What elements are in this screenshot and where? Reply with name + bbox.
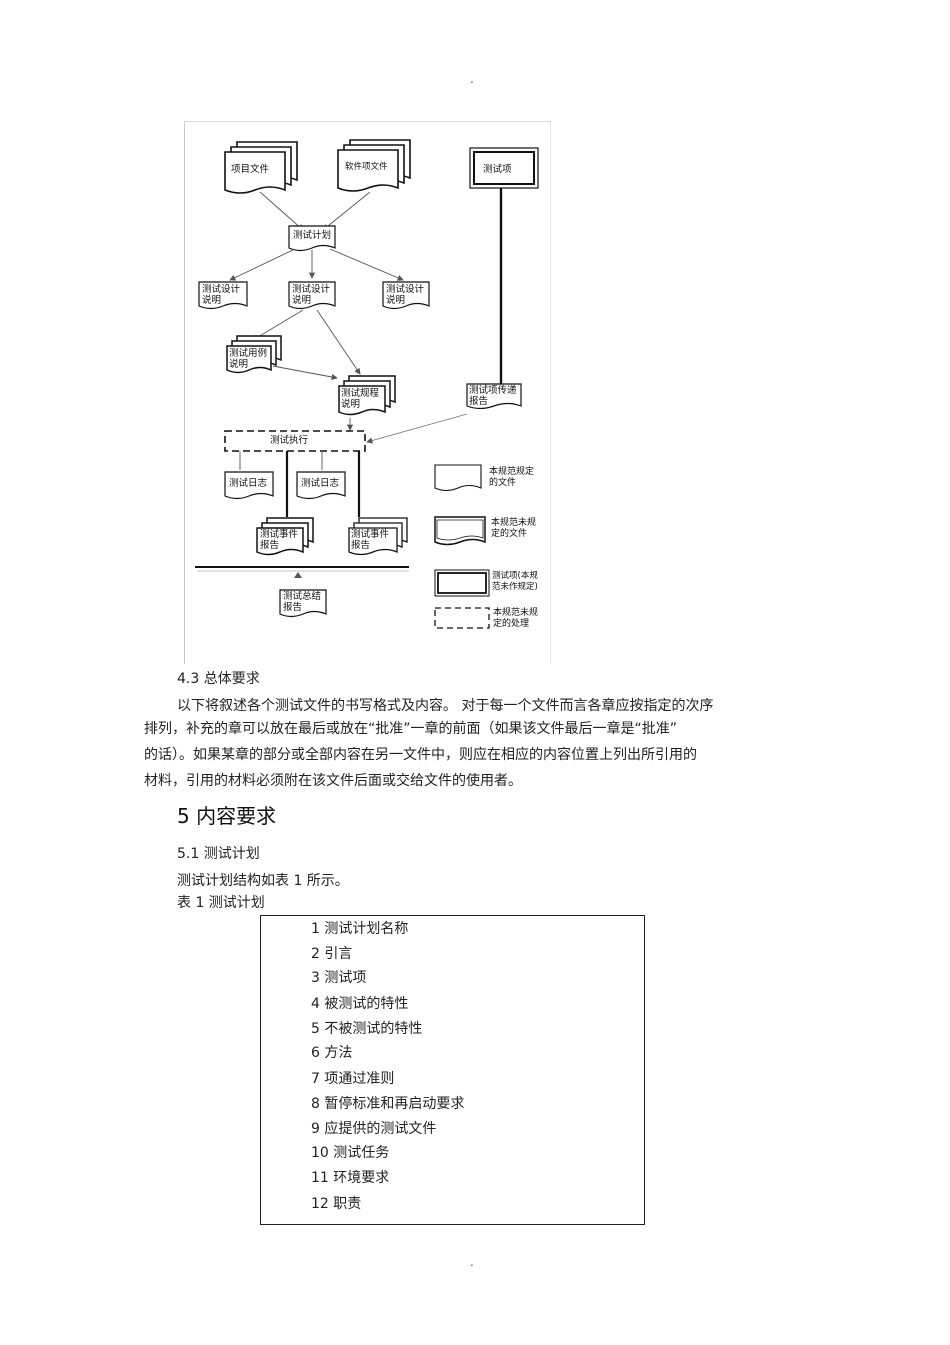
legend-test-item	[434, 569, 490, 597]
test-item-box	[469, 147, 539, 189]
section-4-3-heading: 4.3 总体要求	[177, 671, 260, 687]
legend-unspecified-doc	[434, 516, 486, 546]
page-dot-bottom: .	[470, 1255, 474, 1269]
section-5-1-heading: 5.1 测试计划	[177, 846, 260, 862]
arrow-plan-to-design-3	[329, 248, 404, 281]
software-doc-stack	[337, 139, 411, 192]
incident-report-stack-1	[256, 517, 314, 556]
design-spec-doc-2	[288, 281, 336, 310]
table-row: 11 环境要求	[311, 1170, 390, 1186]
arrow-design-to-case	[252, 309, 304, 341]
table-row: 6 方法	[311, 1045, 353, 1061]
table-row: 8 暂停标准和再启动要求	[311, 1096, 465, 1112]
table-row: 7 项通过准则	[311, 1071, 395, 1087]
diagram-canvas	[195, 139, 539, 629]
arrow-transmittal-to-execution	[366, 413, 468, 444]
design-spec-doc-3	[382, 281, 430, 310]
label-test-execution: 测试执行	[270, 435, 309, 446]
transmittal-report-doc	[466, 383, 522, 410]
label-incident-report-1: 测试事件 报告	[260, 529, 299, 551]
chapter-5-heading: 5 内容要求	[177, 804, 277, 828]
label-test-procedure: 测试规程 说明	[341, 388, 380, 410]
table-row: 3 测试项	[311, 970, 367, 986]
test-log-doc-1	[224, 471, 274, 500]
test-execution-process	[224, 430, 366, 452]
arrow-plan-to-design-1	[229, 248, 296, 281]
label-design-spec-3: 测试设计 说明	[386, 284, 425, 306]
test-procedure-doc-stack	[338, 375, 396, 416]
table-row: 1 测试计划名称	[311, 921, 409, 937]
table-1-caption: 表 1 测试计划	[177, 895, 265, 911]
incident-report-stack-2	[348, 517, 408, 556]
legend-label-test-item: 测试项(本规 范未作规定)	[492, 571, 538, 592]
label-incident-report-2: 测试事件 报告	[351, 529, 390, 551]
test-document-flow-diagram: 项目文件 软件项文件 测试项 测试计划 测试设计 说明 测试设计 说明 测试设计…	[184, 121, 551, 664]
project-doc-stack	[224, 141, 298, 194]
paragraph-line: 排列，补充的章可以放在最后或放在“批准”一章的前面（如果该文件最后一章是“批准”	[144, 721, 678, 737]
section-5-1-intro: 测试计划结构如表 1 所示。	[177, 873, 349, 889]
table-row: 12 职责	[311, 1196, 362, 1212]
label-software-doc: 软件项文件	[345, 162, 388, 172]
table-row: 10 测试任务	[311, 1145, 390, 1161]
label-test-log-2: 测试日志	[301, 478, 340, 489]
test-summary-doc	[279, 589, 327, 618]
test-case-doc-stack	[226, 335, 282, 374]
table-row: 2 引言	[311, 946, 353, 962]
paragraph-line: 材料，引用的材料必须附在该文件后面或交给文件的使用者。	[144, 773, 522, 789]
legend-specified-doc	[434, 464, 482, 492]
label-design-spec-2: 测试设计 说明	[292, 284, 331, 306]
paragraph-line: 的话）。如果某章的部分或全部内容在另一文件中，则应在相应的内容位置上列出所引用的	[144, 747, 697, 763]
label-project-doc: 项目文件	[231, 164, 270, 175]
arrow-case-to-procedure	[272, 365, 338, 381]
table-row: 9 应提供的测试文件	[311, 1121, 437, 1137]
test-log-doc-2	[296, 471, 346, 500]
page-dot-top: .	[470, 72, 474, 86]
label-design-spec-1: 测试设计 说明	[202, 284, 241, 306]
design-spec-doc-1	[198, 281, 248, 310]
legend-label-process: 本规范未规 定的处理	[493, 608, 539, 629]
collect-pointer	[294, 572, 302, 578]
legend-label-specified: 本规范规定 的文件	[489, 467, 535, 488]
label-transmittal-report: 测试项传递 报告	[469, 385, 517, 407]
legend-process	[434, 607, 490, 629]
label-test-item: 测试项	[483, 164, 512, 175]
label-test-case: 测试用例 说明	[229, 348, 268, 370]
arrow-software-to-plan	[322, 191, 371, 231]
legend-label-unspecified: 本规范未规 定的文件	[491, 518, 537, 539]
arrow-project-to-plan	[259, 191, 304, 231]
label-test-plan: 测试计划	[293, 230, 332, 241]
table-row: 4 被测试的特性	[311, 996, 409, 1012]
label-test-summary: 测试总结 报告	[283, 591, 322, 613]
table-row: 5 不被测试的特性	[311, 1021, 423, 1037]
arrow-design-to-procedure	[316, 309, 361, 375]
test-plan-structure-table: 1 测试计划名称 2 引言 3 测试项 4 被测试的特性 5 不被测试的特性 6…	[260, 915, 645, 1225]
label-test-log-1: 测试日志	[229, 478, 268, 489]
paragraph-line: 以下将叙述各个测试文件的书写格式及内容。 对于每一个文件而言各章应按指定的次序	[177, 698, 714, 714]
